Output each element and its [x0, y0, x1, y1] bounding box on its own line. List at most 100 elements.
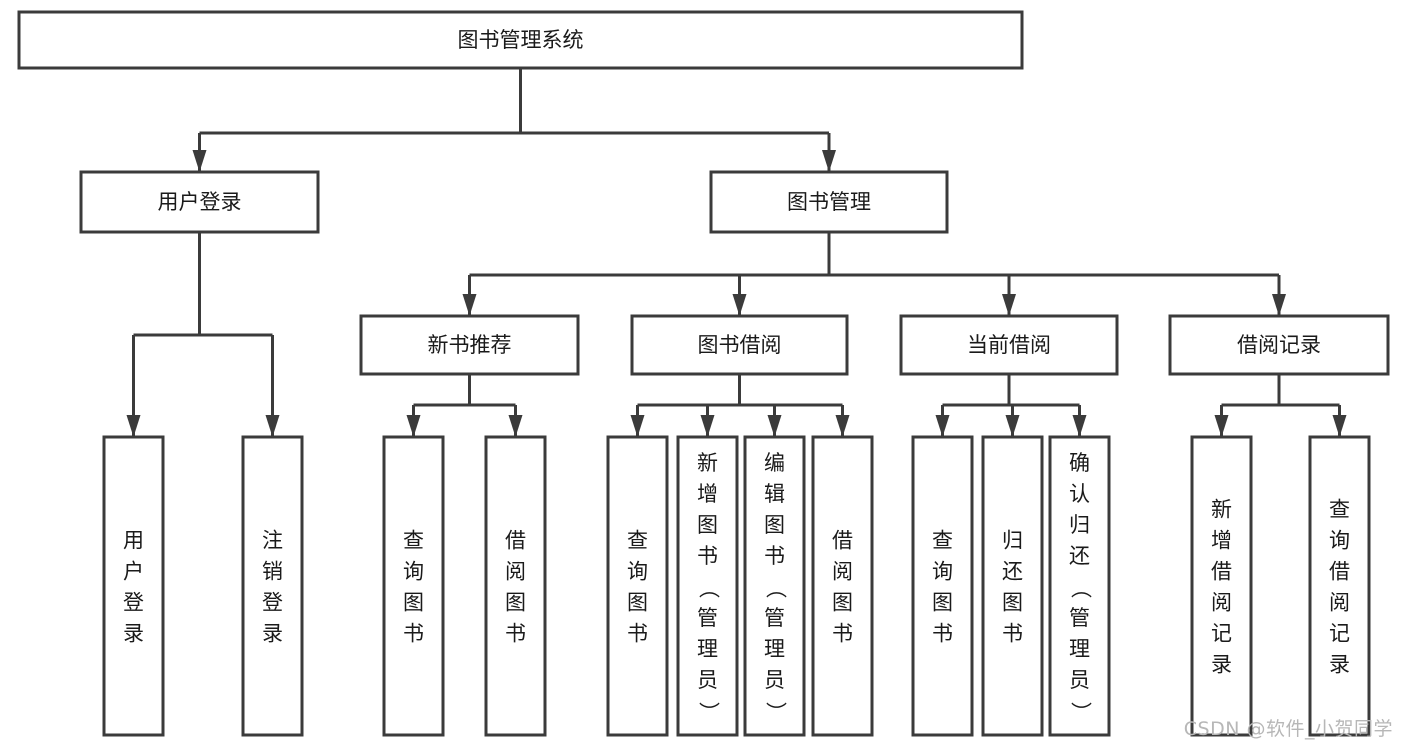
svg-text:借: 借 — [1329, 560, 1350, 584]
svg-text:还: 还 — [1069, 544, 1090, 568]
svg-text:新: 新 — [1211, 498, 1232, 522]
node-box-borrow-record-label: 借阅记录 — [1237, 333, 1321, 357]
svg-text:图: 图 — [505, 591, 526, 615]
node-box-leaf-borrow-book-rec[interactable] — [484, 435, 547, 737]
svg-text:录: 录 — [1329, 653, 1350, 677]
svg-text:增: 增 — [697, 482, 718, 506]
svg-text:图: 图 — [403, 591, 424, 615]
svg-text:户: 户 — [123, 560, 144, 584]
node-box-root-label: 图书管理系统 — [458, 28, 584, 52]
svg-text:）: ） — [764, 702, 788, 723]
svg-text:书: 书 — [697, 544, 718, 568]
svg-text:阅: 阅 — [1211, 591, 1232, 615]
svg-text:图: 图 — [627, 591, 648, 615]
svg-text:阅: 阅 — [505, 560, 526, 584]
svg-text:书: 书 — [932, 622, 953, 646]
node-box-leaf-borrow-book[interactable] — [811, 435, 874, 737]
svg-text:员: 员 — [1069, 668, 1090, 692]
node-box-current-borrow[interactable] — [899, 314, 1119, 376]
arrow-head-leaf-icon — [700, 415, 715, 437]
svg-text:记: 记 — [1211, 622, 1232, 646]
svg-text:注: 注 — [262, 529, 283, 553]
svg-text:书: 书 — [1002, 622, 1023, 646]
svg-text:书: 书 — [764, 544, 785, 568]
svg-text:阅: 阅 — [1329, 591, 1350, 615]
svg-text:）: ） — [697, 702, 721, 723]
svg-text:）: ） — [1069, 702, 1093, 723]
svg-text:员: 员 — [697, 668, 718, 692]
arrow-head-leaf-icon — [1332, 415, 1347, 437]
arrow-head-level3-icon — [1002, 294, 1016, 316]
svg-text:管: 管 — [764, 606, 785, 630]
node-box-new-book-recommend[interactable] — [359, 314, 580, 376]
node-box-leaf-add-book-admin[interactable] — [676, 435, 739, 737]
arrow-head-book-manage-icon — [822, 150, 836, 172]
svg-text:录: 录 — [262, 622, 283, 646]
svg-text:登: 登 — [262, 591, 283, 615]
svg-text:查: 查 — [932, 529, 953, 553]
arrow-head-leaf-icon — [835, 415, 850, 437]
svg-text:查: 查 — [403, 529, 424, 553]
svg-text:录: 录 — [1211, 653, 1232, 677]
node-box-leaf-return-book[interactable] — [981, 435, 1044, 737]
node-box-leaf-query-borrow-record[interactable] — [1308, 435, 1371, 737]
node-box-leaf-add-borrow-record[interactable] — [1190, 435, 1253, 737]
arrow-head-leaf-icon — [630, 415, 645, 437]
svg-text:管: 管 — [1069, 606, 1090, 630]
watermark-label: CSDN @软件_小贺同学 — [1183, 718, 1393, 740]
svg-text:确: 确 — [1069, 451, 1090, 475]
arrow-head-level3-icon — [1272, 294, 1286, 316]
node-box-borrow-record[interactable] — [1168, 314, 1390, 376]
svg-text:辑: 辑 — [764, 482, 785, 506]
node-box-root[interactable] — [17, 10, 1024, 70]
svg-text:理: 理 — [764, 637, 785, 661]
svg-text:书: 书 — [627, 622, 648, 646]
node-box-leaf-user-login[interactable] — [102, 435, 165, 737]
svg-text:图: 图 — [932, 591, 953, 615]
node-box-leaf-edit-book-admin[interactable] — [743, 435, 806, 737]
svg-text:登: 登 — [123, 591, 144, 615]
node-box-leaf-query-book-borrow[interactable] — [606, 435, 669, 737]
arrow-head-leaf-icon — [126, 415, 141, 437]
svg-text:借: 借 — [1211, 560, 1232, 584]
svg-text:查: 查 — [627, 529, 648, 553]
svg-text:图: 图 — [697, 513, 718, 537]
svg-text:用: 用 — [123, 529, 144, 553]
node-box-user-login[interactable] — [79, 170, 320, 234]
arrow-head-level3-icon — [462, 294, 477, 316]
svg-text:借: 借 — [505, 529, 526, 553]
node-box-leaf-query-book-rec[interactable] — [382, 435, 445, 737]
arrow-head-leaf-icon — [1005, 415, 1020, 437]
arrow-head-leaf-icon — [767, 415, 782, 437]
arrow-head-leaf-icon — [935, 415, 950, 437]
svg-text:（: （ — [1069, 578, 1093, 599]
svg-text:书: 书 — [832, 622, 853, 646]
svg-text:记: 记 — [1329, 622, 1350, 646]
node-box-leaf-logout[interactable] — [241, 435, 304, 737]
node-box-leaf-query-book-current[interactable] — [911, 435, 974, 737]
svg-text:（: （ — [697, 578, 721, 599]
svg-text:借: 借 — [832, 529, 853, 553]
svg-text:归: 归 — [1069, 513, 1090, 537]
arrow-head-leaf-icon — [1214, 415, 1229, 437]
connector-lines-group — [126, 68, 1347, 437]
svg-text:询: 询 — [932, 560, 953, 584]
svg-text:询: 询 — [403, 560, 424, 584]
svg-text:认: 认 — [1069, 482, 1090, 506]
node-box-book-borrow[interactable] — [630, 314, 849, 376]
arrow-head-leaf-icon — [406, 415, 421, 437]
node-box-book-manage[interactable] — [709, 170, 949, 234]
svg-text:图: 图 — [1002, 591, 1023, 615]
svg-text:理: 理 — [697, 637, 718, 661]
node-box-leaf-confirm-return[interactable] — [1048, 435, 1111, 737]
